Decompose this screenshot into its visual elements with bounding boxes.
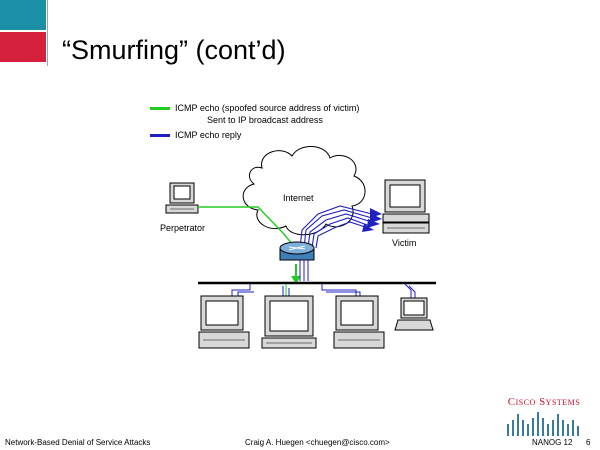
- cisco-logo-bars: [507, 412, 579, 436]
- host-2-computer: [261, 295, 317, 349]
- echo-reply-arrowheads: [362, 208, 382, 232]
- legend-echo-sublabel: Sent to IP broadcast address: [207, 115, 323, 125]
- title-divider: [47, 0, 48, 66]
- host-3-computer: [333, 295, 385, 349]
- accent-square-bottom: [0, 32, 46, 62]
- legend-reply-swatch: [150, 134, 170, 137]
- echo-path: [198, 206, 295, 247]
- router-lan-links: [299, 260, 309, 281]
- legend-echo: ICMP echo (spoofed source address of vic…: [150, 103, 359, 114]
- host-1-computer: [198, 295, 250, 349]
- page-number: 6: [586, 438, 591, 447]
- victim-label: Victim: [392, 238, 417, 248]
- legend-reply: ICMP echo reply: [150, 130, 241, 141]
- internet-label: Internet: [283, 193, 314, 203]
- internet-cloud: [242, 146, 366, 236]
- perpetrator-computer: [165, 182, 199, 214]
- victim-computer: [382, 179, 430, 234]
- footer-right: NANOG 12: [532, 438, 573, 447]
- footer-left: Network-Based Denial of Service Attacks: [5, 438, 151, 447]
- host-4-laptop: [394, 297, 434, 331]
- lan-drops: [231, 283, 416, 298]
- legend-echo-label: ICMP echo (spoofed source address of vic…: [175, 103, 360, 113]
- cisco-systems-logo: Cisco Systems: [507, 396, 581, 408]
- legend-echo-swatch: [150, 107, 170, 110]
- echo-arrowhead: [291, 276, 301, 284]
- legend-reply-label: ICMP echo reply: [175, 130, 242, 140]
- slide-title: “Smurfing” (cont’d): [62, 35, 286, 65]
- echo-reply-paths: [299, 205, 373, 249]
- accent-square-top: [0, 0, 46, 30]
- footer-center: Craig A. Huegen <chuegen@cisco.com>: [245, 438, 390, 447]
- perpetrator-label: Perpetrator: [160, 223, 206, 233]
- router: [279, 241, 315, 261]
